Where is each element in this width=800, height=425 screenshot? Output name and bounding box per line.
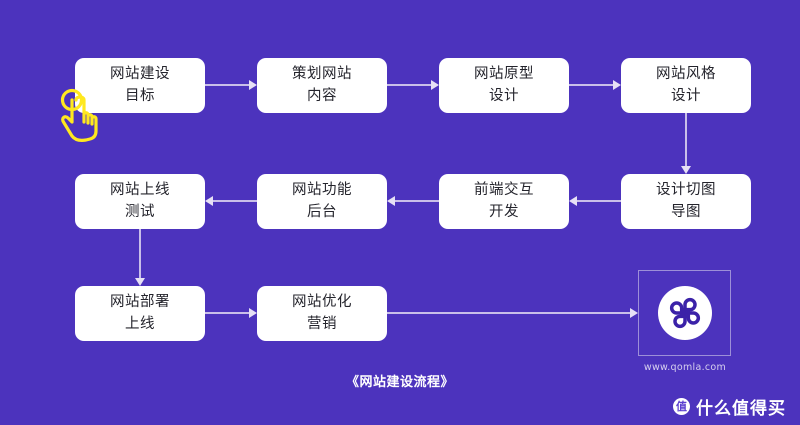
flow-node-line2: 上线 [125,315,155,332]
logo-url-text: www.qomla.com [643,362,727,373]
flow-node-line2: 测试 [125,203,155,220]
connector-n8-n9 [139,229,141,278]
connector-n6-n7 [213,200,257,202]
flow-node-backend-function[interactable]: 网站功能 后台 [257,174,387,229]
flow-node-line2: 设计 [489,87,519,104]
flow-node-deploy-online[interactable]: 网站部署 上线 [75,286,205,341]
flow-node-line1: 网站部署 [110,294,170,311]
flow-node-line2: 目标 [125,87,155,104]
arrowhead-n8-n9 [135,278,145,286]
flow-node-line1: 网站优化 [292,294,352,311]
connector-n10-logo [387,312,630,314]
connector-n9-n10 [205,312,249,314]
arrowhead-row2-right [569,196,577,206]
flow-node-style-design[interactable]: 网站风格 设计 [621,58,751,113]
flow-node-line1: 网站功能 [292,182,352,199]
flow-node-prototype-design[interactable]: 网站原型 设计 [439,58,569,113]
arrowhead-n9-n10 [249,308,257,318]
logo-panel [638,270,731,356]
flow-node-line1: 网站风格 [656,66,716,83]
flow-node-frontend-dev[interactable]: 前端交互 开发 [439,174,569,229]
flow-node-line2: 导图 [671,203,701,220]
arrowhead-n3-n4 [613,80,621,90]
watermark-badge-icon: 值 [673,398,690,415]
connector-n2-n3 [387,84,431,86]
flow-node-website-goal[interactable]: 网站建设 目标 [75,58,205,113]
flow-node-line1: 前端交互 [474,182,534,199]
logo-disc [657,286,712,340]
pointing-hand-cursor-icon [60,88,98,142]
flow-node-line1: 设计切图 [656,182,716,199]
flow-node-line2: 后台 [307,203,337,220]
flow-node-plan-content[interactable]: 策划网站 内容 [257,58,387,113]
flow-node-line1: 网站原型 [474,66,534,83]
watermark-text: 什么值得买 [696,399,786,419]
flow-node-line2: 营销 [307,315,337,332]
arrowhead-n6-n7 [205,196,213,206]
connector-n3-n4 [569,84,613,86]
flow-node-line2: 开发 [489,203,519,220]
flow-node-line2: 设计 [671,87,701,104]
flow-node-launch-test[interactable]: 网站上线 测试 [75,174,205,229]
arrowhead-n5-n6 [387,196,395,206]
arrowhead-n1-n2 [249,80,257,90]
diagram-caption: 《网站建设流程》 [345,375,454,390]
qomla-clover-logo-icon [669,297,700,329]
connector-n5-n6 [395,200,439,202]
arrowhead-n10-logo [630,308,638,318]
flow-node-line1: 网站上线 [110,182,170,199]
flow-node-optimize-marketing[interactable]: 网站优化 营销 [257,286,387,341]
flow-node-line1: 网站建设 [110,66,170,83]
connector-n4-n5 [685,113,687,166]
flow-node-line1: 策划网站 [292,66,352,83]
flow-node-slice-design[interactable]: 设计切图 导图 [621,174,751,229]
arrowhead-n2-n3 [431,80,439,90]
arrowhead-n4-n5 [681,166,691,174]
flow-node-line2: 内容 [307,87,337,104]
watermark: 值 什么值得买 [673,394,786,419]
connector-n1-n2 [205,84,249,86]
connector-n6-n7-right [577,200,621,202]
